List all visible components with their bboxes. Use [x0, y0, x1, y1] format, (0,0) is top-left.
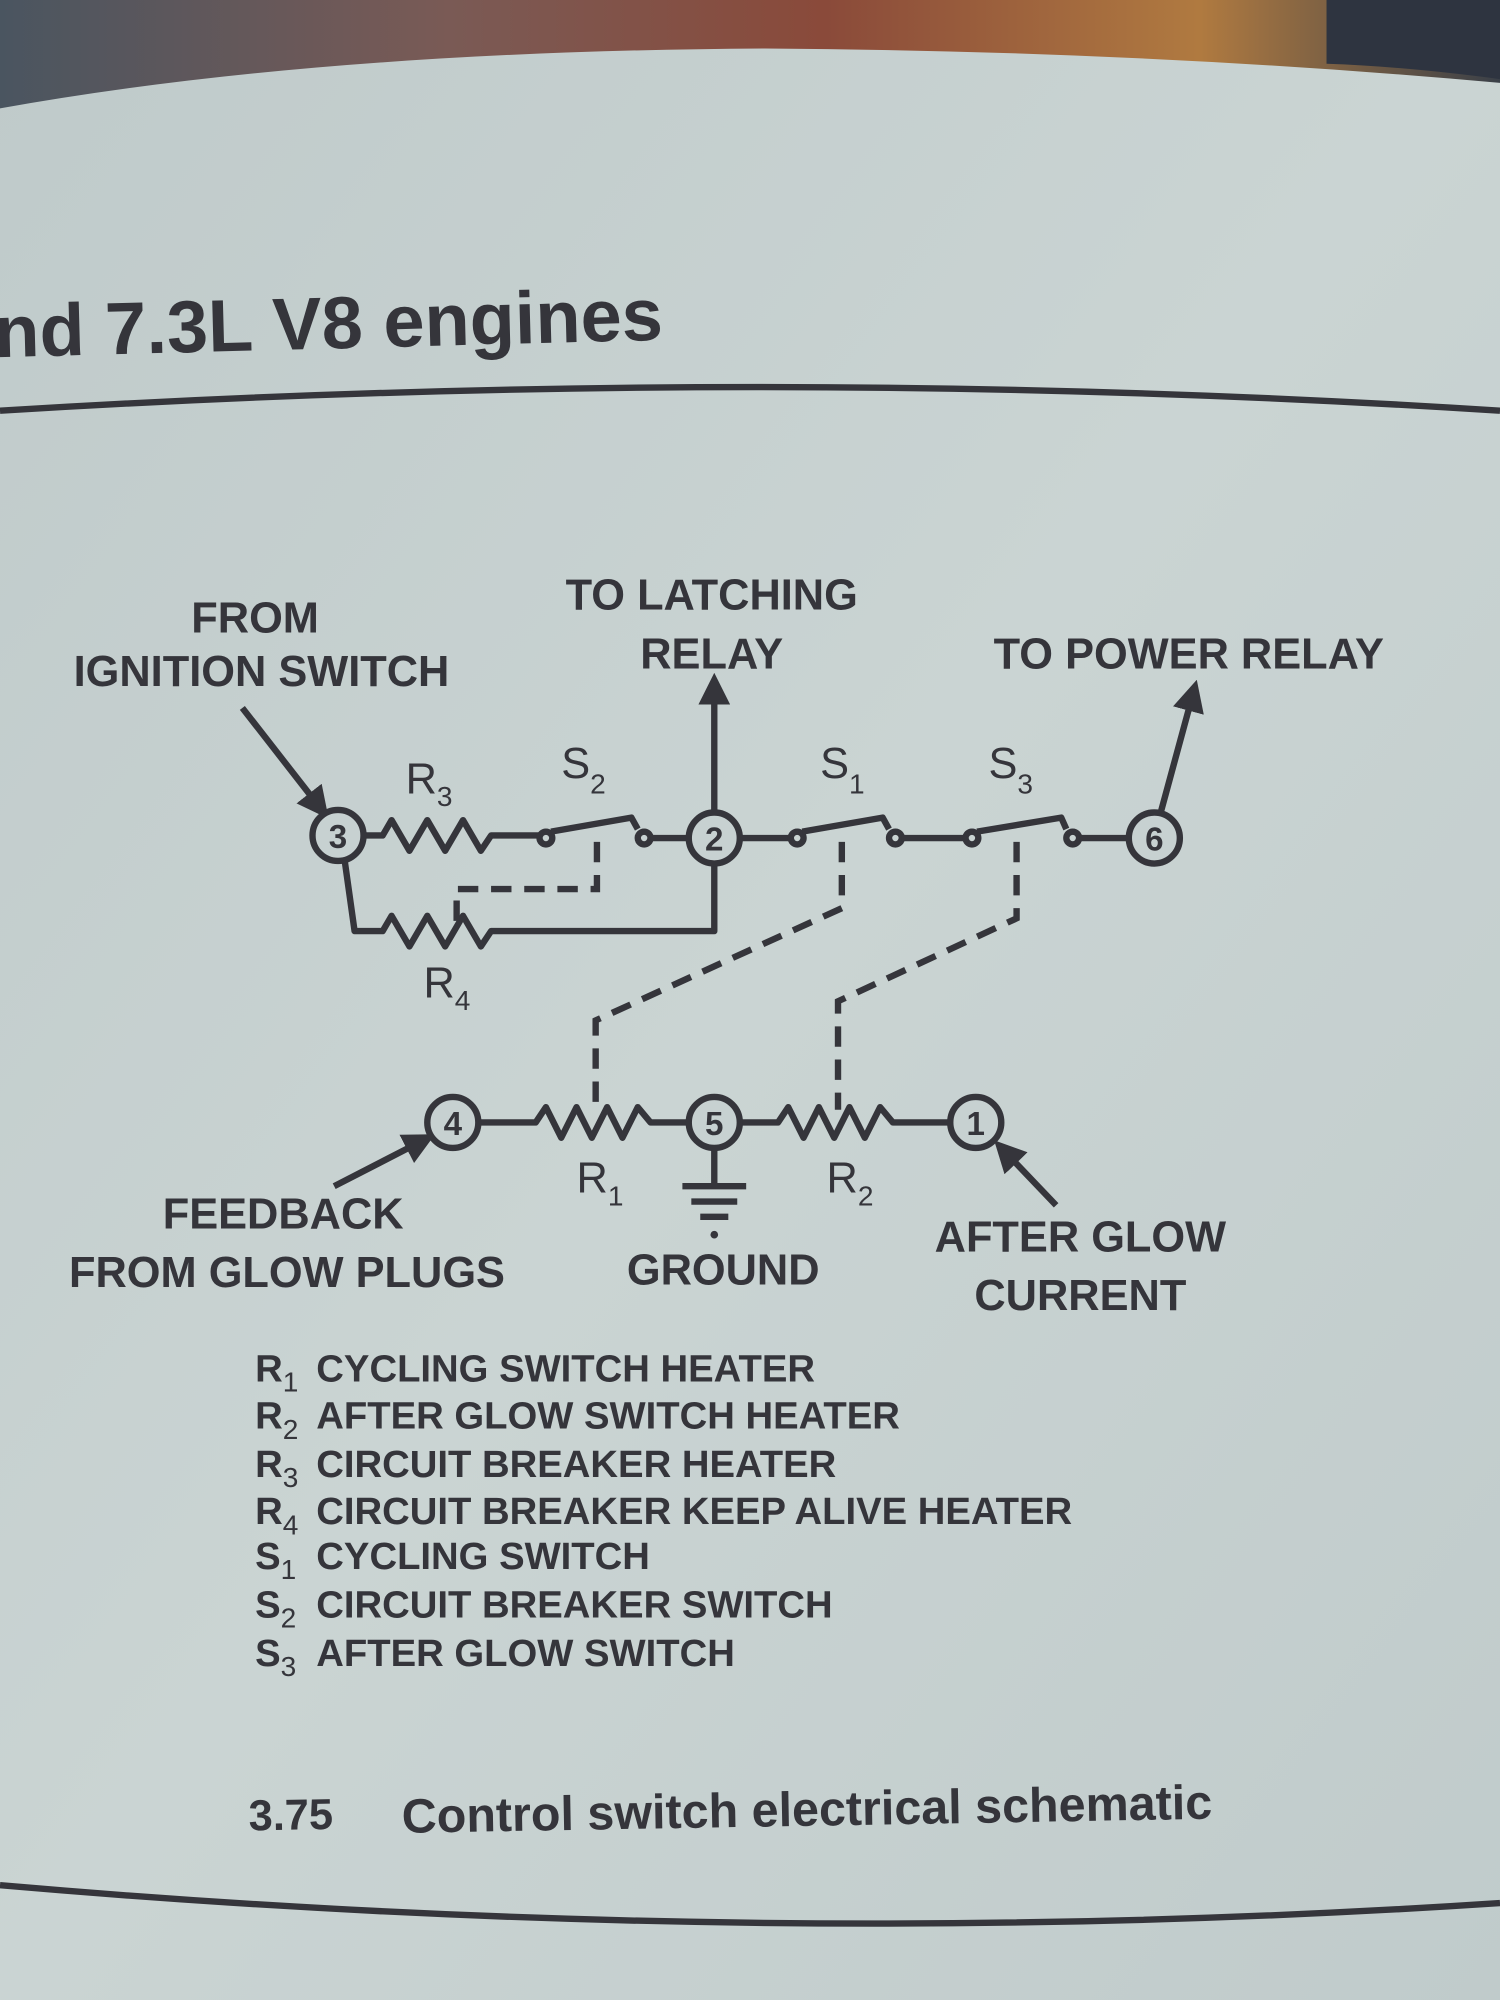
switch-s3-contact-a: [962, 828, 982, 848]
label-r3: R3: [406, 755, 453, 812]
s1-heater-link: [592, 841, 846, 1110]
label-r2: R2: [827, 1155, 874, 1212]
s2-heater-link: [453, 841, 601, 921]
node-5: 5: [685, 1093, 743, 1152]
caption-number: 3.75: [248, 1791, 333, 1840]
label-to-latching: TO LATCHING: [566, 572, 858, 620]
label-s2: S2: [561, 740, 606, 799]
label-ground: GROUND: [627, 1246, 820, 1294]
switch-s2-contact-a: [536, 828, 556, 848]
svg-text:5: 5: [705, 1106, 723, 1143]
svg-text:3: 3: [329, 819, 347, 856]
footer-rule: [0, 1882, 1500, 1927]
label-to-power-relay: TO POWER RELAY: [994, 630, 1384, 678]
header-rule: [0, 383, 1500, 414]
background-book-strip: [0, 0, 1500, 109]
switch-s2-lever: [550, 814, 641, 835]
after-glow-arrow: [994, 1140, 1059, 1208]
resistor-r3: [363, 816, 540, 854]
top-circuit: [341, 814, 1129, 1110]
label-after-glow: AFTER GLOW: [935, 1213, 1227, 1261]
background-book-corner: [1326, 0, 1500, 80]
svg-text:6: 6: [1145, 822, 1163, 859]
label-s3: S3: [989, 740, 1034, 799]
svg-text:4: 4: [444, 1106, 463, 1143]
label-r4: R4: [423, 959, 470, 1016]
switch-s1-contact-a: [787, 828, 807, 848]
node-6: 6: [1125, 809, 1184, 867]
resistor-r2: [739, 1103, 951, 1141]
label-current: CURRENT: [974, 1272, 1186, 1320]
node-1: 1: [947, 1093, 1005, 1152]
node-2: 2: [685, 809, 743, 867]
node-3: 3: [309, 806, 367, 865]
label-r1: R1: [577, 1155, 624, 1212]
label-relay: RELAY: [640, 630, 783, 678]
ground-symbol: [682, 1147, 747, 1239]
label-from: FROM: [191, 595, 319, 643]
page-heading: nd 7.3L V8 engines: [0, 273, 664, 373]
label-from-glow-plugs: FROM GLOW PLUGS: [69, 1249, 505, 1297]
label-ignition-switch: IGNITION SWITCH: [74, 648, 450, 696]
s3-heater-link: [834, 841, 1020, 1110]
label-feedback: FEEDBACK: [163, 1190, 404, 1238]
switch-s3-lever: [976, 814, 1070, 835]
ignition-arrow: [239, 705, 329, 819]
power-relay-arrow: [1157, 679, 1204, 814]
bottom-circuit: [478, 1103, 951, 1239]
feedback-arrow: [332, 1134, 436, 1190]
svg-text:1: 1: [967, 1106, 985, 1143]
resistor-r4-branch: [341, 857, 718, 950]
label-s1: S1: [820, 740, 865, 799]
svg-text:2: 2: [705, 822, 723, 859]
resistor-r1: [478, 1103, 689, 1141]
node-4: 4: [424, 1093, 482, 1152]
switch-s1-lever: [801, 814, 892, 835]
